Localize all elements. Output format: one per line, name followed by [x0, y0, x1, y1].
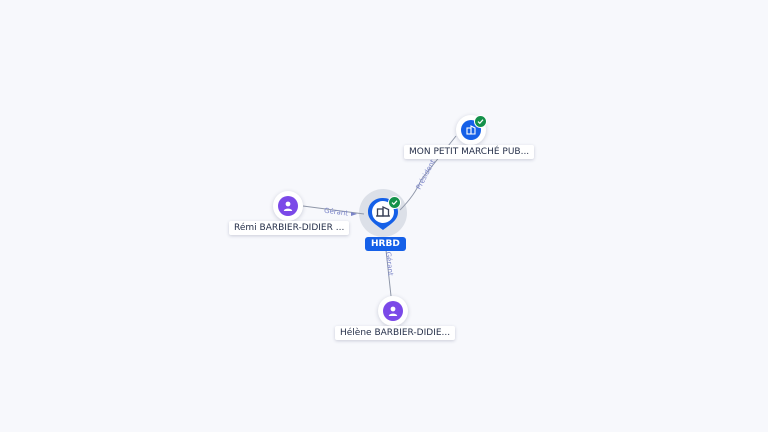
building-icon [376, 205, 390, 217]
verified-check-icon [474, 115, 487, 128]
person-node-helene[interactable] [378, 296, 408, 326]
edge-label-hrbd-company: Président [415, 158, 438, 191]
person-node-remi[interactable] [273, 191, 303, 221]
edge-arrow-remi [351, 212, 357, 216]
edge-label-remi-hrbd: Gérant [324, 207, 349, 218]
company-node-label[interactable]: MON PETIT MARCHÉ PUB... [404, 145, 535, 159]
edge-hrbd-company [399, 135, 457, 211]
edge-label-hrbd-helene: Gérant [384, 251, 394, 276]
person-icon [388, 306, 398, 316]
edge-remi-hrbd [302, 205, 365, 215]
person-node-remi-label[interactable]: Rémi BARBIER-DIDIER ... [229, 221, 350, 235]
verified-check-icon [388, 196, 401, 209]
building-icon [466, 125, 476, 135]
edge-hrbd-helene [385, 249, 392, 297]
person-icon [283, 201, 293, 211]
person-node-helene-label[interactable]: Hélène BARBIER-DIDIE... [335, 326, 456, 340]
focus-node-label[interactable]: HRBD [365, 237, 406, 251]
